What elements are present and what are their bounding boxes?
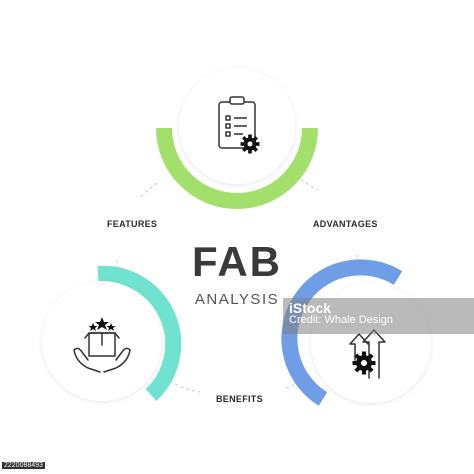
gear-icon [352, 351, 376, 375]
features-arc [156, 127, 318, 209]
advantages-label: ADVANTAGES [313, 219, 378, 229]
stars-icon [88, 317, 116, 331]
benefits-label: BENEFITS [216, 394, 263, 404]
watermark-credit: Credit: Whale Design [289, 314, 393, 326]
diagram-subtitle: ANALYSIS [194, 291, 280, 308]
hands-box-stars-icon [73, 332, 131, 373]
clipboard-checklist-gear-icon [218, 96, 256, 149]
gear-icon [240, 134, 260, 154]
watermark-brand: iStock [289, 300, 332, 316]
features-node [156, 68, 318, 209]
stock-id-label: 2220088493 [2, 462, 45, 469]
diagram-title: FAB [192, 238, 282, 285]
watermark: iStock Credit: Whale Design [283, 298, 474, 334]
benefits-arc [97, 265, 182, 401]
features-label: FEATURES [107, 219, 158, 229]
advantages-node [281, 259, 431, 406]
benefits-node [42, 265, 182, 401]
